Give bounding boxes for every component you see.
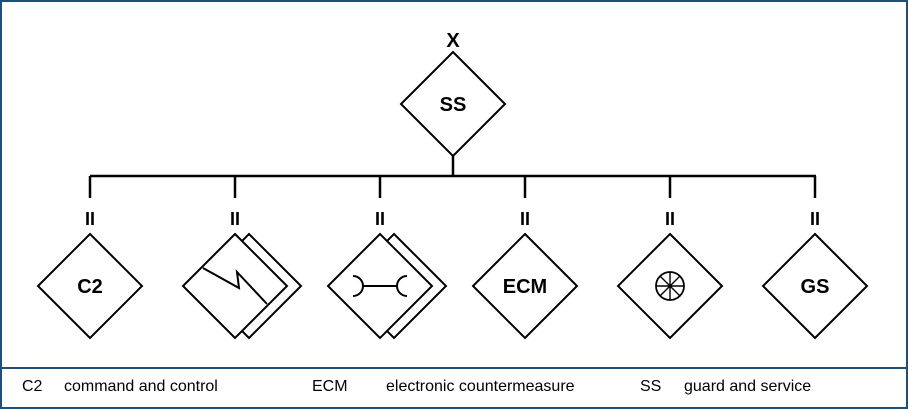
- legend-abbr-c2: C2: [22, 378, 43, 395]
- subordinate-unit-4: II ECM: [471, 176, 579, 340]
- subordinate-units: II C2 II II II ECM II II GS: [36, 176, 869, 340]
- echelon-mark: II: [375, 209, 385, 229]
- top-unit-designation: X: [446, 30, 460, 52]
- echelon-mark: II: [665, 209, 675, 229]
- wheel-spoke: [659, 275, 681, 297]
- legend-meaning-ecm: electronic countermeasure: [386, 378, 575, 395]
- subordinate-unit-3: II: [326, 176, 448, 340]
- subordinate-unit-5: II: [616, 176, 724, 340]
- wheel-icon: [655, 271, 685, 301]
- echelon-mark: II: [230, 209, 240, 229]
- relay-right-arc: [396, 275, 408, 297]
- subordinate-unit-1: II C2: [36, 176, 144, 340]
- legend-meaning-c2: command and control: [64, 378, 218, 395]
- unit-label: ECM: [503, 276, 547, 298]
- subordinate-unit-6: II GS: [761, 176, 869, 340]
- subordinate-unit-2: II: [181, 176, 303, 340]
- unit-label: C2: [77, 276, 103, 298]
- legend: C2 command and control ECM electronic co…: [0, 368, 908, 408]
- unit-symbol: [761, 232, 869, 340]
- echelon-mark: II: [810, 209, 820, 229]
- unit-symbol: [36, 232, 144, 340]
- unit-label: GS: [801, 276, 830, 298]
- top-unit-label: SS: [440, 94, 467, 116]
- legend-abbr-ecm: ECM: [312, 378, 348, 395]
- signal-lightning-icon: [202, 267, 268, 305]
- unit-symbol: [471, 232, 579, 340]
- echelon-mark: II: [520, 209, 530, 229]
- legend-abbr-ss: SS: [640, 378, 662, 395]
- legend-meaning-ss: guard and service: [684, 378, 812, 395]
- echelon-mark: II: [85, 209, 95, 229]
- relay-icon: [352, 275, 408, 297]
